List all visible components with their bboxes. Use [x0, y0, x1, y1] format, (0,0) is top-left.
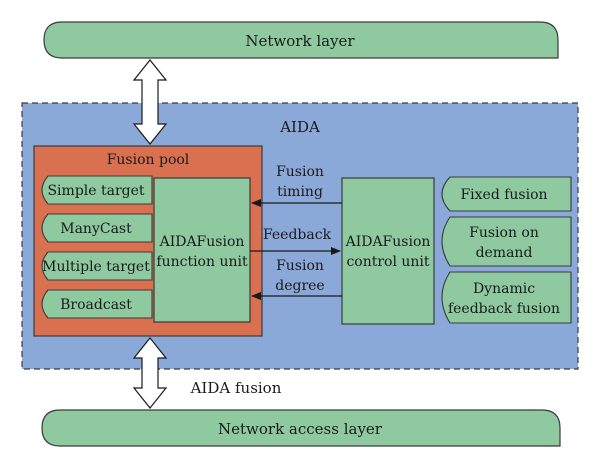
control-unit-line2: control unit	[346, 254, 429, 270]
svg-text:Dynamic: Dynamic	[473, 281, 535, 297]
fusion-mode-item: Fixed fusion	[441, 176, 572, 212]
svg-text:ManyCast: ManyCast	[60, 221, 132, 237]
fusion-pool-item: Simple target	[41, 175, 153, 205]
control-unit-box	[341, 177, 435, 325]
network-layer-label: Network layer	[245, 32, 355, 50]
fusion-timing-label-2: timing	[277, 184, 323, 200]
fusion-degree-label-1: Fusion	[276, 258, 324, 274]
bottom-double-arrow	[132, 337, 168, 409]
svg-text:Simple target: Simple target	[47, 183, 144, 199]
fusion-timing-label-1: Fusion	[276, 164, 324, 180]
aida-fusion-label: AIDA fusion	[190, 379, 282, 397]
fusion-pool-item: Broadcast	[41, 289, 153, 319]
svg-text:Fusion on: Fusion on	[469, 225, 539, 241]
fusion-pool-item: Multiple target	[41, 251, 153, 281]
network-layer-bar	[43, 21, 559, 59]
control-unit-line1: AIDAFusion	[345, 234, 431, 250]
svg-text:Broadcast: Broadcast	[60, 297, 132, 313]
function-unit-line1: AIDAFusion	[159, 234, 245, 250]
top-double-arrow	[132, 59, 168, 145]
fusion-mode-item: Dynamic feedback fusion	[441, 271, 572, 324]
function-unit-box	[153, 177, 251, 323]
svg-text:feedback fusion: feedback fusion	[448, 301, 560, 317]
svg-text:demand: demand	[476, 245, 533, 261]
fusion-mode-item: Fusion on demand	[441, 216, 572, 267]
fusion-degree-label-2: degree	[275, 278, 324, 294]
function-unit-line2: function unit	[156, 254, 248, 270]
network-access-layer-label: Network access layer	[218, 420, 383, 438]
svg-text:Multiple target: Multiple target	[42, 259, 150, 275]
network-access-layer-bar	[41, 409, 561, 447]
aida-title: AIDA	[279, 118, 320, 136]
fusion-pool-title: Fusion pool	[107, 152, 190, 168]
feedback-label: Feedback	[263, 227, 332, 243]
svg-text:Fixed fusion: Fixed fusion	[460, 187, 547, 203]
fusion-pool-item: ManyCast	[41, 213, 153, 243]
